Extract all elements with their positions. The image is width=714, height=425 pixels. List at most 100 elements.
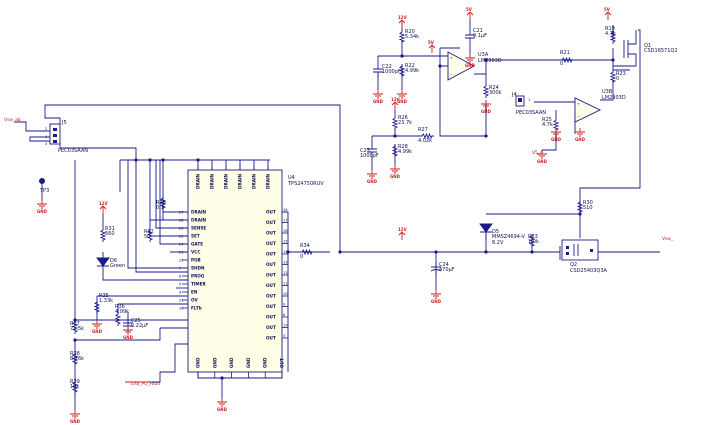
resistor-ref: R19 [605, 26, 615, 32]
u4-pin-name: OUT [266, 220, 276, 225]
u4-pin-name: DRAIN [210, 174, 215, 189]
resistor-ref: R21 [560, 50, 570, 56]
resistor-ref: R22 [405, 63, 415, 69]
capacitors: C210.1µFC221000pFC231000pFC24470µFC250.2… [123, 28, 487, 332]
ground-symbol: GND [37, 200, 48, 214]
u4-pin-number: 21 [179, 298, 184, 302]
u4-pin-number: 8 [283, 313, 286, 317]
ground-label: GND [481, 109, 492, 114]
u4-pin-name: GND [212, 357, 217, 368]
svg-text:1: 1 [45, 135, 47, 139]
resistor-value: 0 [300, 254, 303, 260]
ground-symbol: GND [397, 90, 408, 104]
power-label: 12V [398, 227, 408, 232]
ground-symbol: GND [217, 398, 228, 412]
svg-text:2: 2 [45, 127, 47, 131]
u4-pin-name: GND [229, 357, 234, 368]
resistor-ref: R23 [616, 71, 626, 77]
u3a-ref: U3A [478, 52, 489, 58]
d6-ref: D6 [110, 258, 117, 264]
u4-pin-name: OUT [266, 252, 276, 257]
resistor-ref: R39 [70, 379, 80, 385]
u3b-opamp: + − U3B LM2903D [574, 89, 626, 123]
capacitor-value: 0.1µF [473, 33, 487, 39]
power-arrow-v5: 5V [428, 40, 436, 53]
ground-symbol: GND [373, 90, 384, 104]
capacitor-value: 470µF [439, 267, 455, 273]
power-label: 12V [398, 15, 408, 20]
capacitor-ref: C23 [360, 148, 370, 154]
u4-pin-name: OUT [266, 283, 276, 288]
q1-mosfet: Q1 CSD16571Q2 [613, 30, 678, 67]
svg-text:+: + [577, 102, 580, 106]
j5-value: PEC03SAAN [58, 148, 88, 154]
j4-ref: J4 [511, 92, 517, 98]
u4-pin-name: OUT [266, 294, 276, 299]
ground-label: GND [373, 99, 384, 104]
svg-text:−: − [577, 115, 580, 119]
resistor-value: 0 [560, 61, 563, 67]
u4-pin-name: OUT [266, 273, 276, 278]
u4-pin-name: OUT [266, 210, 276, 215]
ground-symbol: GND [70, 410, 81, 424]
d5-value: MMSZ4694-V [492, 234, 525, 240]
u4-pin-name: GATE [191, 242, 203, 247]
svg-text:1: 1 [528, 98, 530, 102]
svg-text:−: − [450, 73, 453, 77]
u4-pin-name: OUT [266, 325, 276, 330]
u4-pin-name: DRAIN [238, 174, 243, 189]
ground-label: GND [390, 174, 401, 179]
u4-pin-number: 4 [179, 290, 182, 294]
ground-symbol: GND [123, 326, 134, 340]
resistors: R205.34kR224.99kR24300kR2623.7kR284.99kR… [70, 26, 626, 394]
u3b-ref: U3B [602, 89, 613, 95]
svg-text:3: 3 [45, 142, 47, 146]
u4-pin-name: OUT [266, 315, 276, 320]
resistor-ref: R27 [418, 127, 428, 133]
u4-pin-name: OUT [280, 358, 285, 368]
u4-pin-number: 27 [179, 210, 184, 214]
resistor-value: 8.76k [70, 356, 84, 362]
u3a-opamp: + − U3A LM2903D [447, 51, 502, 81]
resistor-value: 4.7k [542, 122, 553, 128]
resistor-value: 0.1 [156, 205, 164, 211]
q2-mosfet: Q2 CSD25403Q3A [561, 239, 608, 274]
u4-pin-number: 5 [179, 282, 181, 286]
u4-pin-name: DRAIN [196, 174, 201, 189]
power-label: 12V [391, 97, 401, 102]
d6-value: Green [110, 263, 125, 269]
u4-pin-name: SENSE [191, 226, 206, 231]
u4-pin-number: 13 [283, 261, 288, 265]
resistor-ref: R30 [583, 200, 593, 206]
u4-pin-number: 10 [283, 292, 288, 296]
u4-pin-name: DRAIN [191, 210, 206, 215]
ground-symbol: GND [431, 290, 442, 304]
d5-zener: D5 MMSZ4694-V 8.2V [479, 223, 525, 246]
u4-pin-number: 25 [179, 234, 184, 238]
u4-pin-name: DRAIN [191, 218, 206, 223]
power-arrow-v12: 12V [391, 97, 401, 110]
resistor-value: 4.99k [115, 309, 129, 315]
ground-label: GND [575, 137, 586, 142]
power-label: 5V [466, 7, 473, 12]
u4-pin-name: GND [246, 357, 251, 368]
resistor-ref: R38 [70, 351, 80, 357]
ground-symbol: GND [481, 100, 492, 114]
power-label: 5V [428, 40, 435, 45]
j4-connector: J4 PEC03SAAN 1 [511, 92, 546, 116]
u4-pin-name: DRAIN [266, 174, 271, 189]
u4-pin-name: DRAIN [252, 174, 257, 189]
resistor-value: 4.02k [418, 138, 432, 144]
u4-pin-number: 12 [283, 271, 288, 275]
wires [14, 20, 660, 410]
